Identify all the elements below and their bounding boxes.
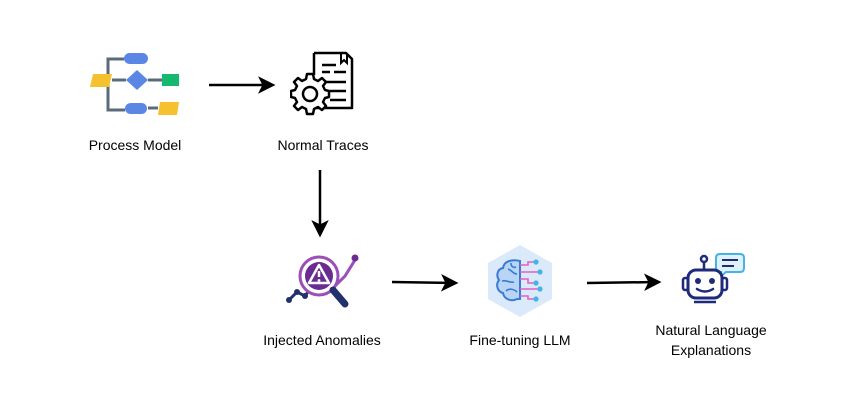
- ai-brain-icon: [488, 245, 552, 317]
- process-model-label: Process Model: [88, 137, 182, 153]
- nl-explanations-label-line2: Explanations: [670, 342, 752, 358]
- fine-tuning-llm-label: Fine-tuning LLM: [469, 332, 571, 348]
- document-gear-icon: [290, 51, 354, 116]
- flowchart-icon: [90, 53, 179, 115]
- arrow-llm-to-explanations: [586, 273, 662, 291]
- anomaly-search-icon: [286, 254, 359, 308]
- chatbot-icon: [681, 253, 745, 304]
- normal-traces-label: Normal Traces: [277, 137, 369, 153]
- nl-explanations-label-line1: Natural Language: [655, 322, 767, 338]
- injected-anomalies-label: Injected Anomalies: [263, 332, 381, 348]
- arrow-anomalies-to-llm: [391, 274, 459, 292]
